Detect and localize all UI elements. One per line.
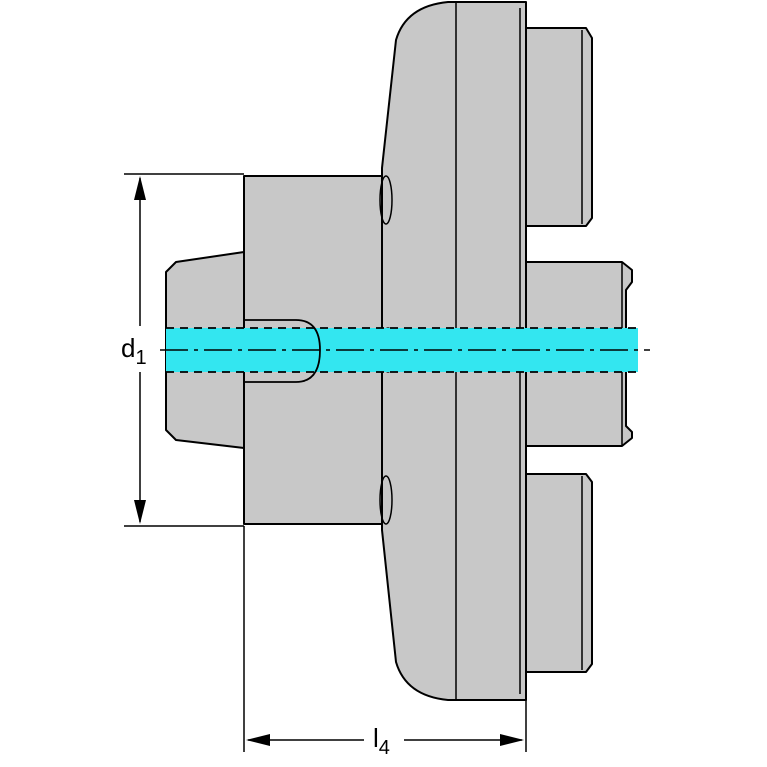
diameter-dimension — [124, 173, 244, 527]
diameter-symbol: d — [121, 333, 135, 363]
diameter-label: d1 — [121, 333, 147, 369]
diameter-arrow-bottom — [134, 500, 146, 524]
diameter-arrow-top — [134, 176, 146, 200]
lower-bolt-hole — [379, 475, 393, 525]
length-label: l4 — [373, 723, 390, 759]
length-subscript: 4 — [379, 737, 390, 759]
length-symbol: l — [373, 723, 379, 753]
upper-bolt-hole — [379, 175, 393, 225]
length-arrow-right — [500, 734, 524, 746]
length-arrow-left — [246, 734, 270, 746]
length-dimension — [243, 526, 527, 752]
diameter-subscript: 1 — [135, 347, 146, 369]
